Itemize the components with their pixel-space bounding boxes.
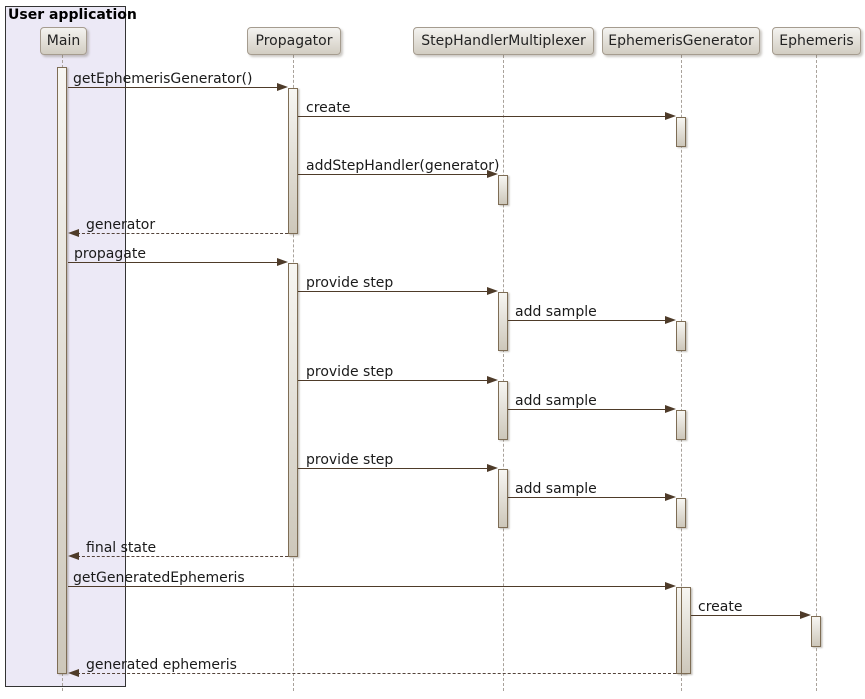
message-label: final state [86, 540, 157, 556]
arrowhead-icon [487, 287, 498, 295]
message-line [298, 291, 489, 292]
activation-main [57, 67, 67, 674]
message-label: provide step [306, 452, 394, 468]
message-line [298, 116, 667, 117]
activation-multiplexer-2 [498, 292, 508, 351]
message-line [77, 233, 288, 234]
participant-ephemeris: Ephemeris [772, 27, 861, 55]
arrowhead-icon [68, 552, 79, 560]
message-line [298, 174, 489, 175]
message-label: create [698, 599, 743, 615]
activation-multiplexer-3 [498, 381, 508, 440]
message-line [68, 87, 279, 88]
participant-main: Main [40, 27, 87, 55]
message-label: add sample [515, 481, 597, 497]
message-line [68, 262, 279, 263]
arrowhead-icon [68, 229, 79, 237]
activation-generator-inner [681, 587, 691, 674]
message-label: addStepHandler(generator) [306, 158, 500, 174]
activation-ephemeris [811, 616, 821, 647]
arrowhead-icon [665, 316, 676, 324]
arrowhead-icon [665, 112, 676, 120]
activation-multiplexer-4 [498, 469, 508, 528]
message-label: generated ephemeris [86, 657, 237, 673]
activation-generator-2 [676, 321, 686, 351]
activation-generator-3 [676, 410, 686, 440]
arrowhead-icon [277, 83, 288, 91]
message-label: provide step [306, 364, 394, 380]
message-line [691, 615, 802, 616]
message-label: add sample [515, 304, 597, 320]
arrowhead-icon [665, 582, 676, 590]
activation-multiplexer-1 [498, 175, 508, 205]
participant-ephemeris-generator: EphemerisGenerator [602, 27, 760, 55]
arrowhead-icon [665, 493, 676, 501]
message-label: create [306, 100, 351, 116]
activation-propagator-1 [288, 88, 298, 234]
message-line [298, 468, 489, 469]
message-label: getEphemerisGenerator() [73, 71, 253, 87]
participant-propagator: Propagator [247, 27, 341, 55]
message-line [77, 556, 288, 557]
arrowhead-icon [487, 170, 498, 178]
lifeline-ephemeris-generator [681, 55, 682, 691]
activation-generator-4 [676, 498, 686, 528]
message-line [77, 673, 676, 674]
message-label: provide step [306, 275, 394, 291]
arrowhead-icon [487, 464, 498, 472]
message-label: add sample [515, 393, 597, 409]
message-line [298, 380, 489, 381]
message-label: generator [86, 217, 156, 233]
arrowhead-icon [487, 376, 498, 384]
lifeline-ephemeris [816, 55, 817, 691]
message-line [508, 409, 667, 410]
activation-generator-1 [676, 117, 686, 147]
frame-title: User application [8, 7, 137, 23]
arrowhead-icon [800, 611, 811, 619]
message-line [508, 320, 667, 321]
message-label: propagate [74, 246, 146, 262]
activation-propagator-2 [288, 263, 298, 557]
lifeline-step-handler-multiplexer [503, 55, 504, 691]
arrowhead-icon [277, 258, 288, 266]
arrowhead-icon [665, 405, 676, 413]
participant-step-handler-multiplexer: StepHandlerMultiplexer [413, 27, 594, 55]
arrowhead-icon [68, 669, 79, 677]
message-line [68, 586, 667, 587]
message-line [508, 497, 667, 498]
message-label: getGeneratedEphemeris [73, 570, 245, 586]
